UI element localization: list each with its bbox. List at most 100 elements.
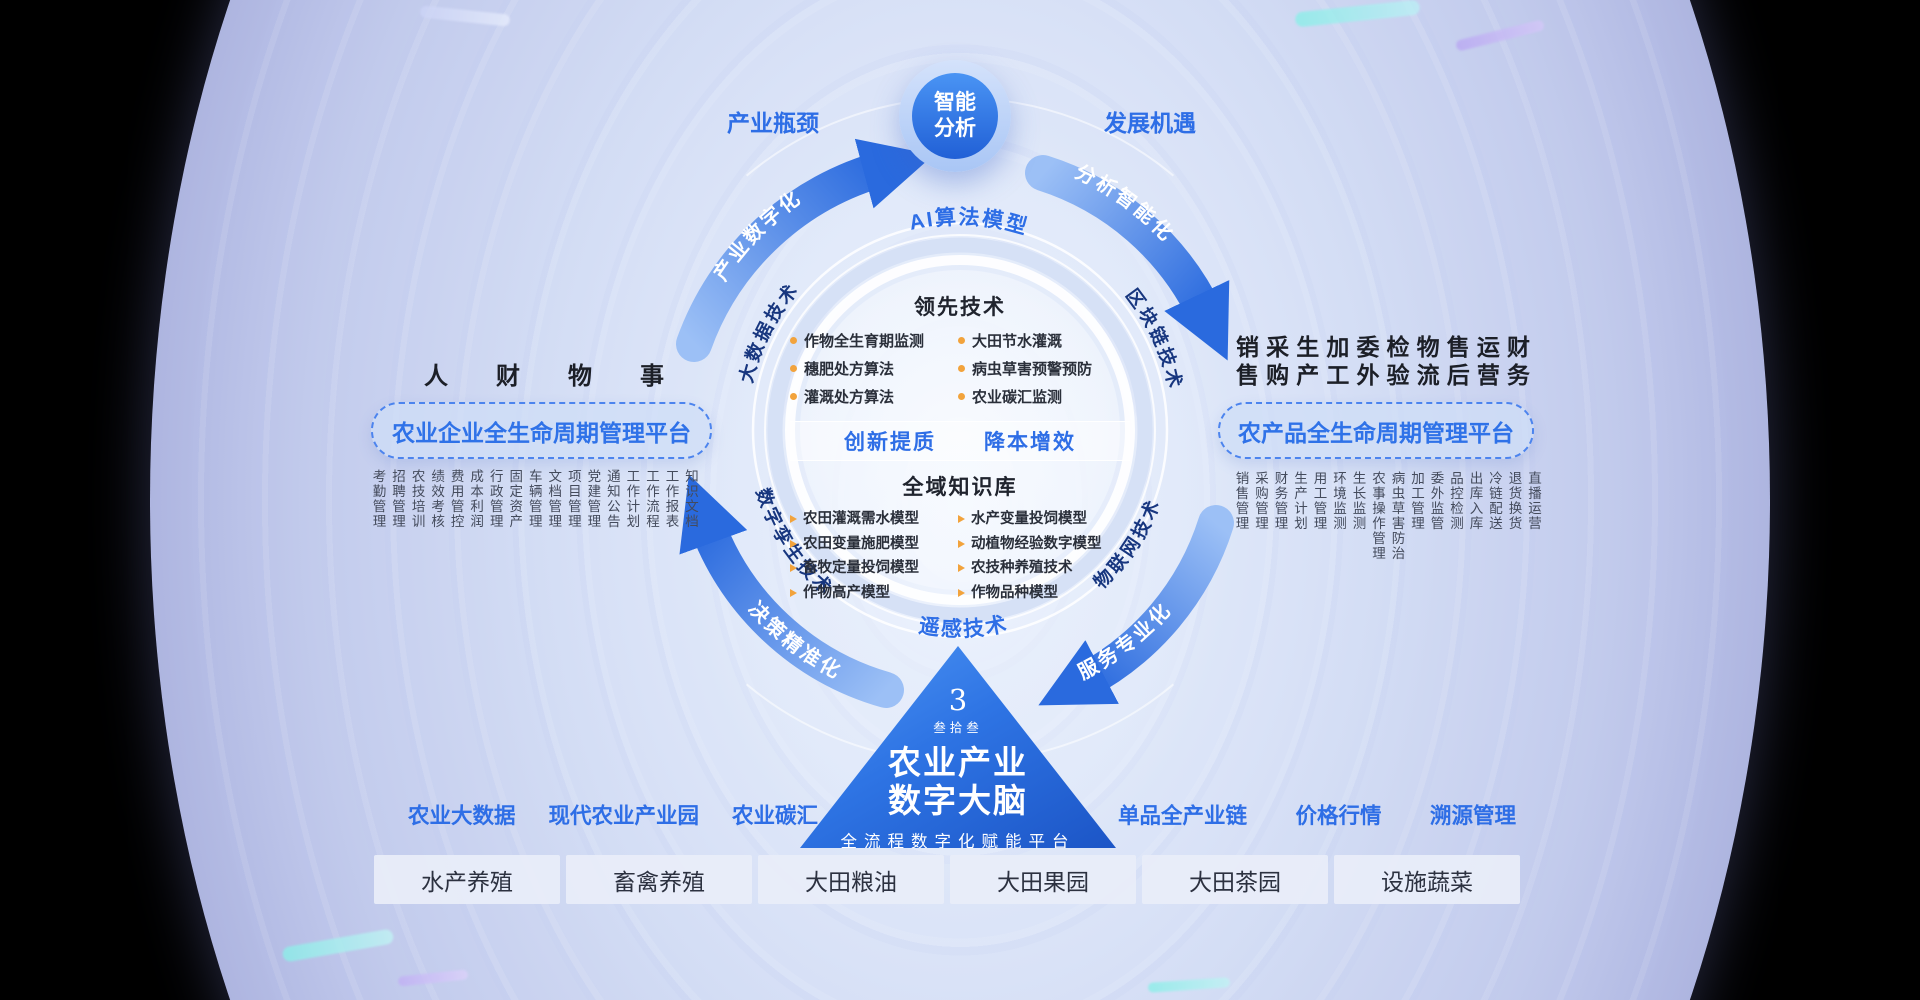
left-header-char: 财 xyxy=(496,363,520,390)
enterprise-module: 知识文档 xyxy=(683,469,698,529)
right-header-char: 生 xyxy=(1296,334,1320,360)
enterprise-module: 农技培训 xyxy=(409,469,425,529)
knowledge-item: 农田变量施肥模型 xyxy=(790,532,958,553)
knowledge-item: 畜牧定量投饲模型 xyxy=(790,556,958,577)
product-module: 财务管理 xyxy=(1272,471,1288,531)
right-header-char: 外 xyxy=(1356,362,1380,388)
right-header-char: 务 xyxy=(1506,362,1530,388)
benefit-left: 创新提质 xyxy=(844,431,936,454)
leading-tech-col1: 作物全生育期监测穗肥处方算法灌溉处方算法 xyxy=(790,330,958,407)
bottom-label: 农业碳汇 xyxy=(731,804,818,828)
logo-glyph: 3 xyxy=(948,683,968,717)
pyramid-title-line1: 农业产业 xyxy=(888,744,1028,781)
label-development-opportunity: 发展机遇 xyxy=(1104,110,1196,136)
enterprise-module: 文档管理 xyxy=(546,469,562,529)
right-header-char: 工 xyxy=(1326,362,1350,388)
crop-category-box: 大田果园 xyxy=(950,855,1136,904)
right-header-char: 运 xyxy=(1476,334,1500,360)
enterprise-lifecycle-platform-pill: 农业企业全生命周期管理平台 xyxy=(371,402,712,459)
cycle-arrow-bottom-left xyxy=(679,474,904,708)
smart-analysis-line1: 智能 xyxy=(934,91,976,114)
right-header-char: 委 xyxy=(1356,334,1380,360)
smart-analysis-circle-inner: 智能 分析 xyxy=(912,73,998,159)
product-module: 出库入库 xyxy=(1467,471,1483,531)
crop-category-box: 大田粮油 xyxy=(758,855,944,904)
product-module: 生产计划 xyxy=(1292,471,1307,531)
crop-category-box: 畜禽养殖 xyxy=(566,855,752,904)
benefit-right: 降本增效 xyxy=(984,431,1076,454)
enterprise-module: 费用管控 xyxy=(448,469,464,529)
product-lifecycle-platform-pill: 农产品全生命周期管理平台 xyxy=(1218,402,1534,459)
product-module: 用工管理 xyxy=(1311,471,1327,531)
enterprise-module: 行政管理 xyxy=(487,469,503,529)
knowledge-col1: 农田灌溉需水模型农田变量施肥模型畜牧定量投饲模型作物高产模型 xyxy=(790,507,958,602)
knowledge-item: 作物品种模型 xyxy=(958,581,1130,602)
core-content: 领先技术 作物全生育期监测穗肥处方算法灌溉处方算法 大田节水灌溉病虫草害预警预防… xyxy=(790,291,1130,602)
pyramid-title-line2: 数字大脑 xyxy=(888,782,1028,819)
enterprise-module: 工作报表 xyxy=(663,469,679,529)
bottom-label: 单品全产业链 xyxy=(1118,804,1248,828)
thin-outer-ring xyxy=(751,221,1169,639)
enterprise-module: 成本利润 xyxy=(468,469,484,529)
cycle-arrow-top-right xyxy=(1025,155,1230,361)
right-header-char: 购 xyxy=(1266,362,1290,388)
enterprise-module: 车辆管理 xyxy=(526,469,542,529)
right-header-char: 验 xyxy=(1386,362,1410,388)
product-module: 销售管理 xyxy=(1233,471,1249,531)
leading-tech-item: 大田节水灌溉 xyxy=(958,330,1130,351)
right-header-char: 营 xyxy=(1476,362,1500,388)
product-module-list: 销售管理采购管理财务管理生产计划用工管理环境监测生长监测农事操作管理病虫草害防治… xyxy=(1233,471,1542,561)
right-header-char: 后 xyxy=(1446,362,1470,388)
right-header-char: 检 xyxy=(1386,334,1410,360)
right-header-char: 加 xyxy=(1326,334,1350,360)
knowledge-item: 农技种养殖技术 xyxy=(958,556,1130,577)
right-header-char: 物 xyxy=(1416,334,1440,360)
enterprise-module: 通知公告 xyxy=(604,469,620,529)
left-header-char: 物 xyxy=(568,363,592,390)
bottom-labels-left: 农业大数据 现代农业产业园 农业碳汇 xyxy=(408,799,818,830)
leading-tech-item: 灌溉处方算法 xyxy=(790,386,958,407)
arrow-label-decision-precision: 决策精准化 xyxy=(744,597,847,684)
enterprise-module: 党建管理 xyxy=(585,469,601,529)
crop-category-box: 设施蔬菜 xyxy=(1334,855,1520,904)
enterprise-module: 固定资产 xyxy=(507,469,523,529)
right-header-char: 售 xyxy=(1446,334,1470,360)
knowledge-item: 水产变量投饲模型 xyxy=(958,507,1130,528)
crop-category-box: 大田茶园 xyxy=(1142,855,1328,904)
product-module: 生长监测 xyxy=(1350,471,1366,531)
enterprise-module: 工作计划 xyxy=(624,469,640,529)
leading-tech-list: 作物全生育期监测穗肥处方算法灌溉处方算法 大田节水灌溉病虫草害预警预防农业碳汇监… xyxy=(790,330,1130,407)
product-module: 冷链配送 xyxy=(1487,471,1502,531)
product-module: 农事操作管理 xyxy=(1370,471,1385,561)
right-header-char: 产 xyxy=(1296,362,1320,388)
bottom-label: 现代农业产业园 xyxy=(548,804,699,828)
smart-analysis-circle: 智能 分析 xyxy=(899,60,1011,172)
right-header-char: 财 xyxy=(1506,334,1530,360)
enterprise-lifecycle-platform-label: 农业企业全生命周期管理平台 xyxy=(392,419,691,446)
enterprise-module: 考勤管理 xyxy=(370,469,386,529)
left-header-char: 人 xyxy=(424,363,448,390)
left-panel-header: 人财物事 xyxy=(424,356,664,391)
knowledge-item: 作物高产模型 xyxy=(790,581,958,602)
knowledge-base-title: 全域知识库 xyxy=(902,476,1018,499)
knowledge-col2: 水产变量投饲模型动植物经验数字模型农技种养殖技术作物品种模型 xyxy=(958,507,1130,602)
right-header-char: 售 xyxy=(1236,362,1259,388)
leading-tech-item: 作物全生育期监测 xyxy=(790,330,958,351)
cycle-arrow-bottom-right xyxy=(1038,505,1234,706)
product-module: 加工管理 xyxy=(1409,471,1424,531)
right-header-row2: 售购产工外验流后营务 xyxy=(1236,362,1530,388)
leading-tech-item: 穗肥处方算法 xyxy=(790,358,958,379)
enterprise-module: 绩效考核 xyxy=(429,469,445,529)
ring-band xyxy=(767,237,1153,623)
knowledge-item: 农田灌溉需水模型 xyxy=(790,507,958,528)
crop-category-row: 水产养殖畜禽养殖大田粮油大田果园大田茶园设施蔬菜 xyxy=(374,855,1520,904)
leading-tech-title: 领先技术 xyxy=(914,296,1006,319)
bottom-label: 农业大数据 xyxy=(408,804,516,828)
right-header-char: 销 xyxy=(1236,334,1259,360)
right-header-char: 采 xyxy=(1266,334,1290,360)
product-module: 品控检测 xyxy=(1448,471,1463,531)
bottom-label: 溯源管理 xyxy=(1429,804,1516,828)
right-header-row1: 销采生加委检物售运财 xyxy=(1236,334,1530,360)
leading-tech-item: 病虫草害预警预防 xyxy=(958,358,1130,379)
product-lifecycle-platform-label: 农产品全生命周期管理平台 xyxy=(1238,419,1514,446)
